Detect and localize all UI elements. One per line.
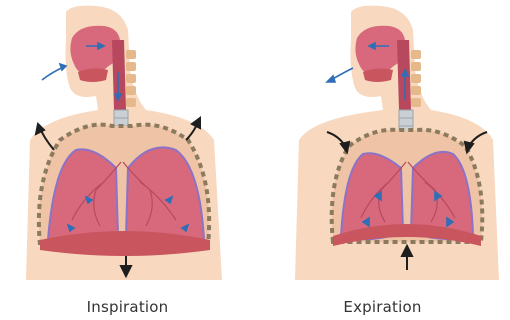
inspiration-panel: Inspiration <box>0 0 255 320</box>
inspiration-diagram <box>0 0 255 290</box>
tongue <box>78 68 108 82</box>
expiration-label: Expiration <box>255 298 510 316</box>
cervical-spine <box>126 50 136 107</box>
expiration-diagram <box>255 0 510 290</box>
tongue <box>363 68 393 82</box>
cervical-spine <box>411 50 421 107</box>
expiration-panel: Expiration <box>255 0 510 320</box>
inspiration-label: Inspiration <box>0 298 255 316</box>
